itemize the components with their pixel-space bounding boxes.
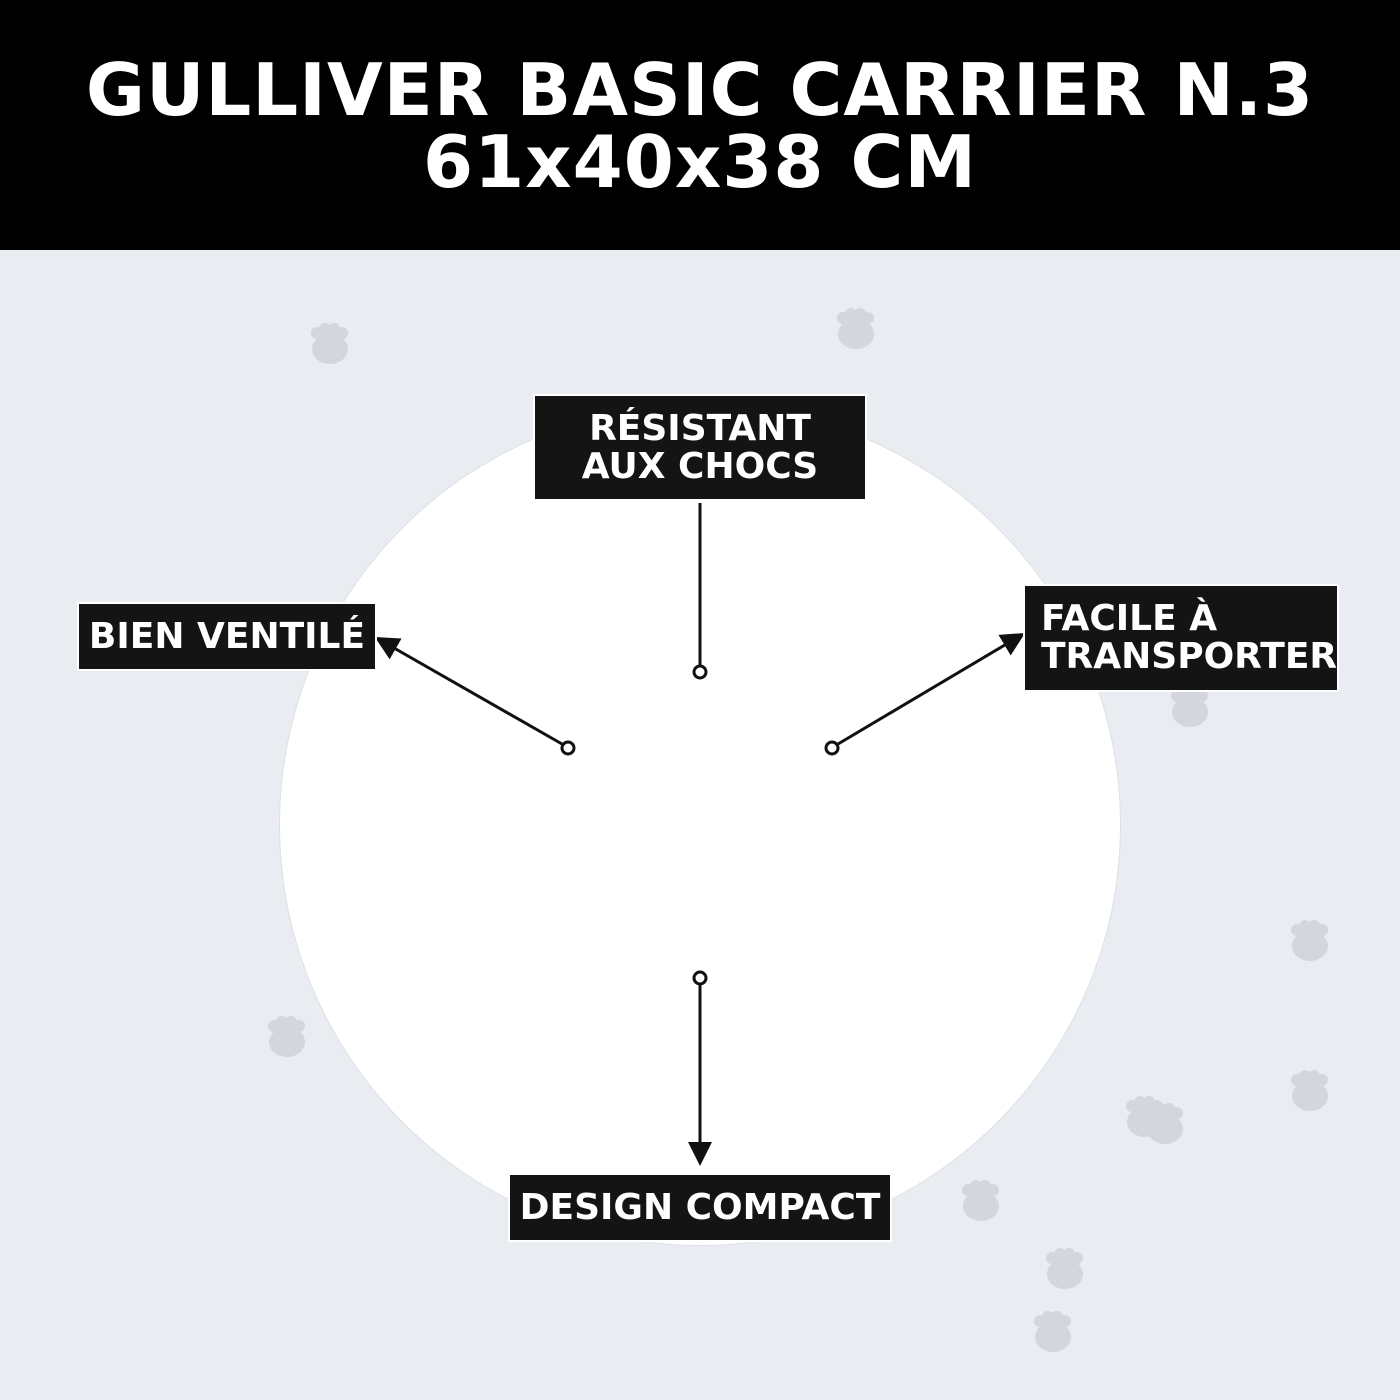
paw-print-icon bbox=[1143, 1101, 1187, 1145]
feature-label-easy-transport: FACILE À TRANSPORTER bbox=[1023, 584, 1339, 692]
callout-dot-left bbox=[560, 740, 576, 756]
paw-print-icon bbox=[1031, 1309, 1075, 1353]
feature-label-ventilated: BIEN VENTILÉ bbox=[77, 602, 377, 671]
callout-dot-bottom bbox=[692, 970, 708, 986]
paw-print-icon bbox=[1288, 918, 1332, 962]
paw-print-icon bbox=[265, 1014, 309, 1058]
paw-print-icon bbox=[1288, 1068, 1332, 1112]
title-banner: GULLIVER BASIC CARRIER N.3 61x40x38 CM bbox=[0, 0, 1400, 250]
paw-print-icon bbox=[834, 306, 878, 350]
feature-label-compact-design: DESIGN COMPACT bbox=[508, 1173, 892, 1242]
paw-print-icon bbox=[308, 321, 352, 365]
product-title: GULLIVER BASIC CARRIER N.3 bbox=[85, 48, 1315, 132]
callout-line-right bbox=[837, 632, 1026, 746]
paw-print-icon bbox=[959, 1178, 1003, 1222]
callout-line-left bbox=[374, 637, 563, 746]
paw-print-icon bbox=[1168, 684, 1212, 728]
callout-dot-right bbox=[824, 740, 840, 756]
paw-print-icon bbox=[1043, 1246, 1087, 1290]
callout-dot-top bbox=[692, 664, 708, 680]
product-dimensions: 61x40x38 CM bbox=[422, 120, 978, 204]
feature-label-shock-resistant: RÉSISTANT AUX CHOCS bbox=[533, 394, 867, 501]
